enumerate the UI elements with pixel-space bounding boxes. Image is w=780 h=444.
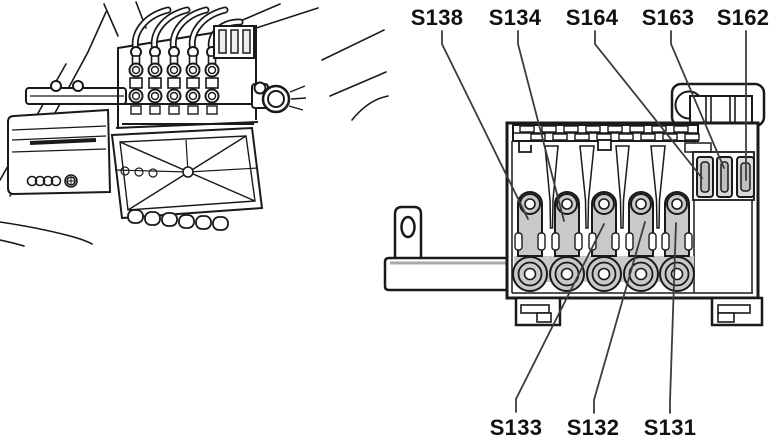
right-foot [710,296,764,327]
mini-fuse-s164 [696,156,714,198]
fuse-stack [166,46,182,115]
leader-lines [441,30,747,414]
fuse-stack [185,46,201,115]
fuse-s133 [586,191,622,292]
fuse-s131 [659,191,695,292]
fuse-stacks [128,46,220,115]
leader-line-s163 [670,30,725,169]
mounting-feet [514,296,764,327]
battery-cells-row [127,209,229,231]
fuse-s138 [512,191,548,292]
label-s164: S164 [565,5,619,30]
left-foot [514,296,562,327]
leader-line-s164 [594,30,703,179]
support-rod [25,80,127,105]
fuse-s134 [549,191,585,292]
fuse-holder-box-edges [115,24,259,129]
battery-body [7,108,112,196]
leader-line-s138 [441,30,529,220]
fuse-stack [147,46,163,115]
label-s134: S134 [488,5,542,30]
leader-line-s131 [669,222,677,414]
label-s132: S132 [566,415,620,440]
leader-line-s134 [517,30,565,222]
battery-cover [110,126,264,220]
mini-fuse-group [692,151,755,201]
leader-line-s133 [515,223,605,413]
label-s163: S163 [641,5,695,30]
label-s131: S131 [643,415,697,440]
holder-interior-details [518,139,712,153]
mounting-bracket [383,205,510,292]
label-s133: S133 [489,415,543,440]
label-s162: S162 [716,5,770,30]
mini-fuse-connector [213,25,255,59]
bracket-ear-hole [400,215,416,239]
battery-terminal-clamp [251,81,307,114]
round-badge-icon [64,174,78,188]
fuse-dividers [544,145,666,229]
leader-line-s132 [593,221,646,414]
fuse-stack [128,46,144,115]
fuse-stack [204,46,220,115]
midi-fuses [512,191,695,292]
label-s138: S138 [410,5,464,30]
audi-rings-icon [26,175,62,187]
mini-fuse-s163 [716,156,733,198]
